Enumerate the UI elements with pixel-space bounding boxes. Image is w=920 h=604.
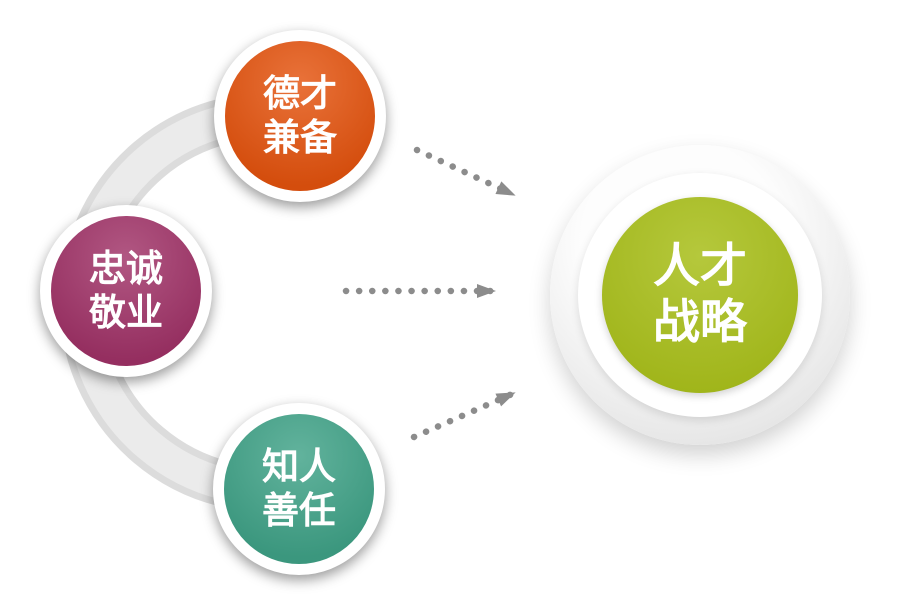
target-label-line: 人才	[653, 238, 747, 294]
dotted-arrow-bottom	[410, 390, 516, 441]
factor-circle-know-people-assign-well: 知人 善任	[213, 403, 385, 575]
factor-label-line: 敬业	[89, 291, 163, 334]
factor-label-line: 德才	[263, 72, 337, 116]
factor-circle-loyalty-and-dedication: 忠诚 敬业	[40, 205, 212, 377]
target-circle-white-ring: 人才 战略	[578, 173, 822, 417]
factor-label-line: 兼备	[263, 116, 337, 159]
factor-circle-virtue-and-talent: 德才 兼备	[214, 30, 386, 202]
factor-label-line: 忠诚	[89, 247, 163, 291]
dotted-arrow-top	[413, 146, 516, 198]
factor-label-line: 善任	[262, 489, 336, 532]
target-circle-talent-strategy: 人才 战略	[602, 197, 798, 393]
target-label-line: 战略	[653, 295, 747, 350]
factor-label-line: 知人	[262, 445, 336, 489]
target-circle-outer-ring: 人才 战略	[550, 145, 850, 445]
